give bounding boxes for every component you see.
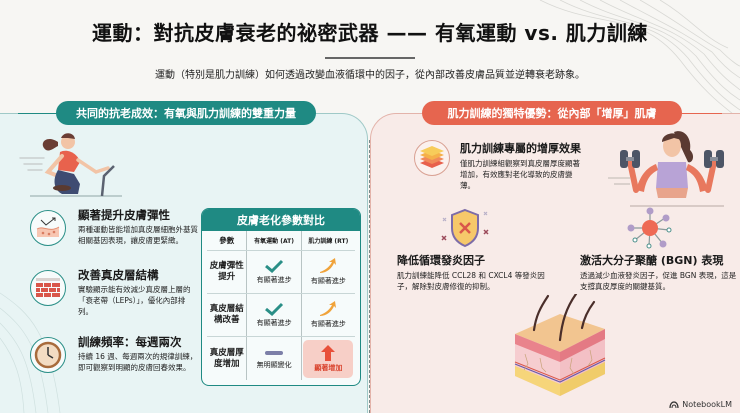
skin-elasticity-icon — [30, 210, 66, 246]
rt-cell: 顯著增加 — [300, 337, 355, 380]
notebooklm-watermark: NotebookLM — [669, 400, 732, 409]
row-parameter: 真皮層厚度增加 — [209, 347, 244, 369]
strength-advantage-heading: 肌力訓練的獨特優勢：從內部「增厚」肌膚 — [422, 101, 682, 125]
watermark-text: NotebookLM — [682, 400, 732, 409]
table-title: 皮膚老化參數對比 — [202, 209, 360, 231]
table-row: 真皮層結構改善 有顯著進步 有顯著進步 — [207, 294, 355, 337]
column-header: 有氧運動 (AT) — [246, 231, 300, 250]
at-value: 有顯著進步 — [256, 319, 292, 327]
comparison-table: 皮膚老化參數對比 參數 有氧運動 (AT) 肌力訓練 (RT) 皮膚彈性提升 有… — [201, 208, 361, 386]
row-parameter: 皮膚彈性提升 — [209, 261, 244, 282]
feature-activate-bgn: 激活大分子聚醣 (BGN) 表現 透過減少血液發炎因子，促進 BGN 表現，這是… — [580, 252, 740, 292]
rt-value: 有顯著進步 — [310, 277, 346, 285]
feature-description: 兩種運動皆能增加真皮層細胞外基質相關基因表現，讓皮膚更緊緻。 — [78, 225, 198, 245]
rt-cell: 有顯著進步 — [300, 294, 355, 336]
arrow-up-right-icon — [320, 258, 337, 273]
clock-icon — [30, 337, 66, 373]
cyclist-illustration — [19, 133, 122, 197]
shield-icon — [441, 208, 489, 248]
feature-dermis-structure: 改善真皮層結構 實驗顯示能有效減少真皮層上層的「衰老帶（LEPs）」，優化內部排… — [30, 268, 200, 317]
feature-title: 激活大分子聚醣 (BGN) 表現 — [580, 254, 724, 267]
feature-description: 透過減少血液發炎因子，促進 BGN 表現，這是支撐真皮厚度的關鍵基質。 — [580, 271, 737, 291]
layers-icon — [414, 140, 450, 176]
at-cell: 有顯著進步 — [246, 294, 300, 336]
feature-description: 實驗顯示能有效減少真皮層上層的「衰老帶（LEPs）」，優化內部排列。 — [78, 285, 191, 316]
feature-title: 顯著提升皮膚彈性 — [78, 208, 170, 222]
pill-rule-left — [18, 113, 58, 114]
dash-icon — [265, 350, 284, 355]
feature-title: 改善真皮層結構 — [78, 268, 159, 282]
feature-reduce-inflammation: 降低循環發炎因子 肌力訓練能降低 CCL28 和 CXCL4 等發炎因子，解除對… — [397, 252, 557, 292]
title-divider — [325, 57, 415, 59]
dermis-structure-icon — [30, 270, 66, 306]
at-cell: 有顯著進步 — [246, 251, 300, 293]
check-icon — [265, 302, 284, 316]
at-value: 有顯著進步 — [256, 276, 292, 284]
rt-value: 顯著增加 — [314, 363, 343, 372]
common-benefits-heading: 共同的抗老成效：有氧與肌力訓練的雙重力量 — [56, 101, 316, 125]
at-value: 無明顯變化 — [256, 360, 292, 369]
feature-description: 持續 16 週、每週兩次的規律訓練，即可觀察到明顯的皮膚回春效果。 — [78, 352, 198, 372]
weightlifter-illustration — [608, 131, 724, 207]
feature-title: 肌力訓練專屬的增厚效果 — [460, 142, 581, 155]
pill-rule-right — [682, 113, 722, 114]
feature-training-frequency: 訓練頻率：每週兩次 持續 16 週、每週兩次的規律訓練，即可觀察到明顯的皮膚回春… — [30, 335, 200, 373]
page-subtitle: 運動（特別是肌力訓練）如何透過改變血液循環中的因子，從內部改善皮膚品質並逆轉衰老… — [155, 70, 585, 81]
highlight-increase: 顯著增加 — [303, 339, 354, 378]
column-header: 參數 — [219, 236, 235, 245]
skin-cross-section-illustration — [514, 294, 606, 396]
feature-description: 肌力訓練能降低 CCL28 和 CXCL4 等發炎因子，解除對皮膚修復的抑制。 — [397, 271, 545, 291]
table-header-row: 參數 有氧運動 (AT) 肌力訓練 (RT) — [207, 231, 355, 251]
notebooklm-logo-icon — [669, 400, 679, 408]
column-header: 肌力訓練 (RT) — [300, 231, 355, 250]
feature-title: 訓練頻率：每週兩次 — [78, 335, 182, 349]
check-icon — [265, 259, 284, 273]
table-row: 真皮層厚度增加 無明顯變化 顯著增加 — [207, 337, 355, 380]
feature-description: 僅肌力訓練組觀察到真皮層厚度顯著增加，有效應對老化導致的皮膚變薄。 — [460, 159, 580, 190]
table-row: 皮膚彈性提升 有顯著進步 有顯著進步 — [207, 251, 355, 294]
rt-value: 有顯著進步 — [310, 320, 346, 328]
row-parameter: 真皮層結構改善 — [209, 304, 244, 325]
feature-thickening-effect: 肌力訓練專屬的增厚效果 僅肌力訓練組觀察到真皮層厚度顯著增加，有效應對老化導致的… — [414, 140, 634, 191]
panel-divider — [369, 140, 370, 413]
at-cell: 無明顯變化 — [246, 337, 300, 380]
page-title: 運動：對抗皮膚衰老的祕密武器 —— 有氧運動 vs. 肌力訓練 — [92, 21, 648, 45]
molecule-icon — [627, 207, 672, 249]
arrow-up-right-icon — [320, 301, 337, 316]
header: 運動：對抗皮膚衰老的祕密武器 —— 有氧運動 vs. 肌力訓練 運動（特別是肌力… — [0, 0, 740, 81]
feature-skin-elasticity: 顯著提升皮膚彈性 兩種運動皆能增加真皮層細胞外基質相關基因表現，讓皮膚更緊緻。 — [30, 208, 200, 246]
feature-title: 降低循環發炎因子 — [397, 254, 485, 267]
arrow-up-icon — [321, 344, 336, 361]
rt-cell: 有顯著進步 — [300, 251, 355, 293]
